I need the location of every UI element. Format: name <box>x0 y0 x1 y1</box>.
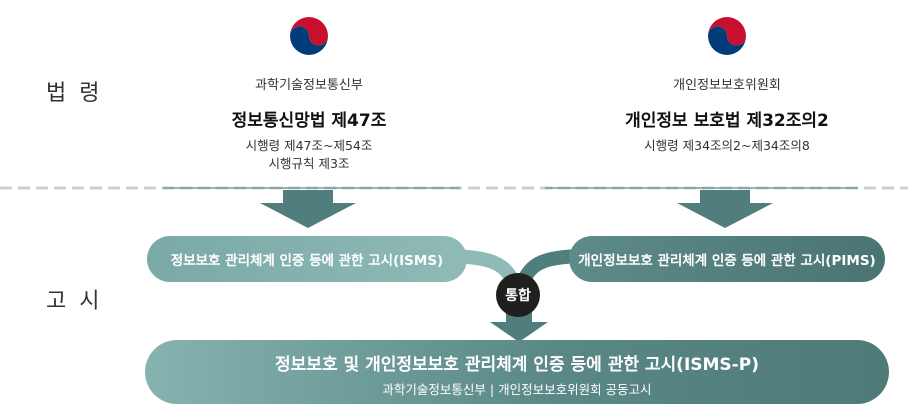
notice-pims: 개인정보보호 관리체계 인증 등에 관한 고시(PIMS) <box>569 236 885 282</box>
label-notice: 고 시 <box>46 289 103 314</box>
right-law-sub: 시행령 제34조의2~제34조의8 <box>597 137 857 155</box>
government-emblem-icon <box>704 16 750 62</box>
left-law-title: 정보통신망법 제47조 <box>231 111 387 131</box>
left-law-sub-line: 시행령 제47조~제54조 <box>245 138 373 153</box>
notice-pims-label: 개인정보보호 관리체계 인증 등에 관한 고시(PIMS) <box>578 253 876 269</box>
arrow-center-down <box>490 310 548 342</box>
arrow-right-down <box>677 190 773 228</box>
left-law-sub-line: 시행규칙 제3조 <box>268 156 350 171</box>
right-ministry: 개인정보보호위원회 <box>673 78 781 93</box>
arrow-left-down <box>260 190 356 228</box>
notice-isms-p-title: 정보보호 및 개인정보보호 관리체계 인증 등에 관한 고시(ISMS-P) <box>275 355 759 375</box>
right-law-title: 개인정보 보호법 제32조의2 <box>625 111 829 131</box>
left-law-sub: 시행령 제47조~제54조 시행규칙 제3조 <box>179 137 439 173</box>
notice-isms-label: 정보보호 관리체계 인증 등에 관한 고시(ISMS) <box>170 253 444 269</box>
merge-badge: 통합 <box>496 273 540 317</box>
right-law-sub-line: 시행령 제34조의2~제34조의8 <box>644 138 810 153</box>
left-ministry: 과학기술정보통신부 <box>255 78 363 93</box>
notice-isms: 정보보호 관리체계 인증 등에 관한 고시(ISMS) <box>147 236 467 282</box>
notice-isms-p-sub: 과학기술정보통신부 | 개인정보보호위원회 공동고시 <box>382 382 652 397</box>
notice-isms-p: 정보보호 및 개인정보보호 관리체계 인증 등에 관한 고시(ISMS-P) 과… <box>145 340 889 404</box>
label-law: 법 령 <box>46 81 103 106</box>
government-emblem-icon <box>286 16 332 62</box>
